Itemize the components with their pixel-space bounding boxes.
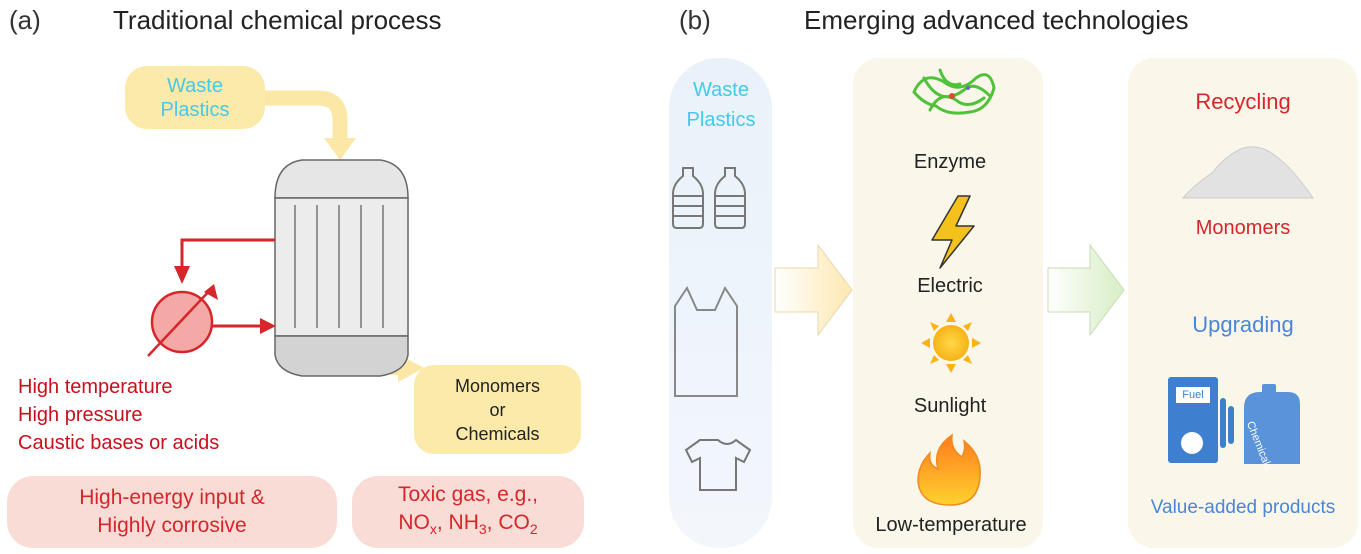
fire-icon — [917, 433, 981, 506]
panel-a-label: (a) — [9, 5, 41, 35]
gas-sep2: , — [486, 510, 499, 534]
feed-arrow — [262, 90, 348, 140]
plastics-label: Plastics — [160, 98, 230, 121]
condition-caustic: Caustic bases or acids — [18, 432, 220, 454]
products-pill: Monomers or Chemicals — [414, 365, 581, 454]
waste-column — [669, 58, 772, 548]
condition-pressure: High pressure — [18, 404, 143, 426]
gas-nh: NH — [448, 510, 479, 534]
gas-no-sub: x — [429, 521, 437, 538]
toxic-line2: NOx, NH3, CO2 — [398, 509, 537, 543]
loop-arrowhead-down — [174, 266, 190, 284]
tech-enzyme: Enzyme — [913, 151, 987, 173]
arrow-to-technologies — [774, 243, 853, 337]
tech-low-temperature: Low-temperature — [875, 514, 1027, 536]
value-added-label: Value-added products — [1150, 497, 1336, 518]
waste-label-b: Waste — [693, 79, 749, 101]
waste-label: Waste — [167, 74, 223, 97]
waste-plastics-pill-a: Waste Plastics — [125, 66, 265, 129]
loop-arrowhead-right — [260, 318, 276, 334]
products-column — [1128, 58, 1358, 548]
gas-co: CO — [498, 510, 530, 534]
tech-electric: Electric — [917, 275, 983, 297]
fuel-label: Fuel — [1182, 389, 1204, 401]
products-monomers: Monomers — [454, 375, 541, 396]
gas-sep1: , — [436, 510, 449, 534]
recycling-label: Recycling — [1195, 89, 1291, 114]
heat-exchanger-icon — [147, 284, 218, 357]
toxic-gas-pill: Toxic gas, e.g., NOx, NH3, CO2 — [352, 476, 584, 548]
gas-no: NO — [398, 510, 430, 534]
reactor-vessel — [274, 159, 409, 377]
fuel-pump-icon — [1168, 377, 1234, 463]
lightning-icon — [931, 195, 975, 269]
tshirt-icon — [684, 438, 752, 491]
tech-sunlight: Sunlight — [913, 395, 987, 417]
toxic-line1: Toxic gas, e.g., — [397, 482, 539, 506]
monomer-powder-icon — [1181, 146, 1314, 199]
arrow-to-products — [1047, 243, 1125, 337]
energy-drawback-pill: High-energy input & Highly corrosive — [7, 476, 337, 548]
upgrading-label: Upgrading — [1192, 312, 1294, 337]
panel-b-label: (b) — [679, 5, 711, 35]
energy-line1: High-energy input & — [79, 486, 265, 509]
bottle-icon — [672, 167, 746, 229]
monomers-label: Monomers — [1195, 217, 1291, 239]
loop-arrow-top — [180, 238, 275, 268]
sun-icon — [921, 313, 981, 373]
plastics-label-b: Plastics — [686, 109, 756, 131]
chemical-canister-icon — [1244, 384, 1300, 464]
process-conditions: High temperature High pressure Caustic b… — [18, 373, 219, 457]
condition-temperature: High temperature — [18, 376, 173, 398]
gas-nh-sub: 3 — [478, 521, 487, 538]
enzyme-icon — [912, 68, 996, 115]
products-or: or — [489, 399, 506, 420]
plastic-bag-icon — [674, 285, 738, 397]
products-chemicals: Chemicals — [455, 423, 540, 444]
gas-co-sub: 2 — [529, 521, 538, 538]
panel-a-title: Traditional chemical process — [113, 5, 442, 35]
feed-arrowhead — [324, 138, 356, 160]
energy-line2: Highly corrosive — [97, 514, 247, 537]
panel-b-title: Emerging advanced technologies — [804, 5, 1189, 35]
